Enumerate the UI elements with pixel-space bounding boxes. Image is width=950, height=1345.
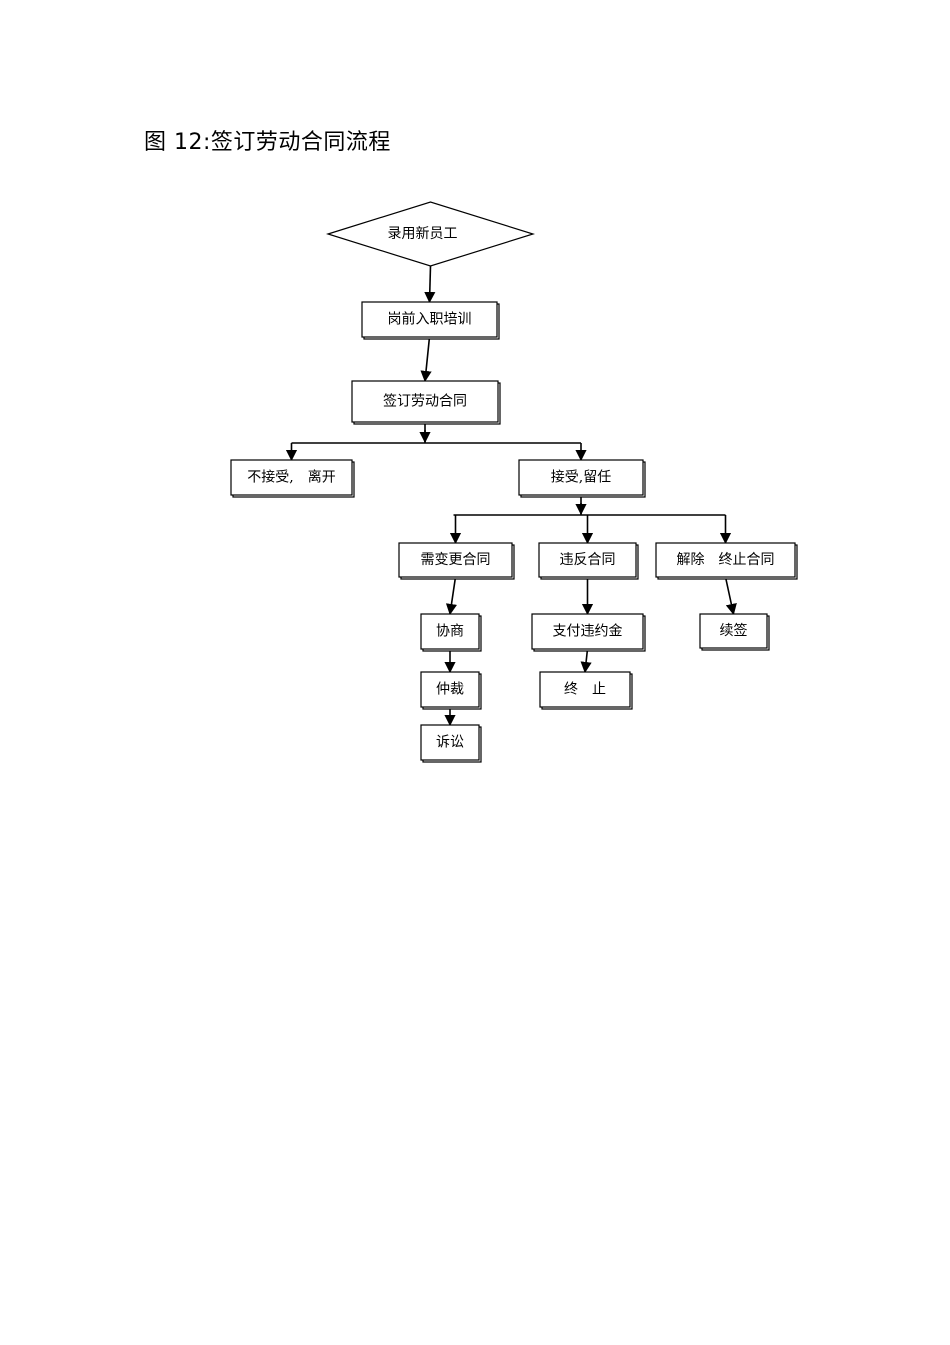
- box-shape: [699, 613, 768, 649]
- node-renew: 续签: [699, 613, 770, 651]
- node-label: 违反合同: [560, 552, 616, 568]
- diamond-shape: [325, 201, 536, 267]
- node-label: 录用新员工: [388, 226, 458, 242]
- node-sign: 签订劳动合同: [351, 380, 501, 425]
- node-label: 支付违约金: [553, 624, 623, 640]
- node-breach: 违反合同: [538, 542, 639, 580]
- edges-layer: [285, 265, 737, 727]
- box-shape: [420, 724, 480, 761]
- node-label: 不接受, 离开: [247, 469, 335, 486]
- node-label: 签订劳动合同: [383, 393, 467, 410]
- node-terminate: 解除 终止合同: [655, 542, 798, 580]
- node-arbitrate: 仲裁: [420, 671, 482, 710]
- box-shape: [539, 671, 631, 708]
- box-shape: [518, 459, 644, 496]
- node-label: 接受,留任: [551, 469, 611, 486]
- edge-terminate-renew: [724, 576, 737, 616]
- node-litigate: 诉讼: [420, 724, 482, 763]
- edge-penalty-end: [580, 648, 592, 674]
- box-shape: [655, 542, 796, 578]
- node-reject: 不接受, 离开: [230, 459, 355, 498]
- box-shape: [420, 671, 480, 708]
- node-label: 续签: [720, 622, 748, 639]
- node-accept: 接受,留任: [518, 459, 646, 498]
- node-hire: 录用新员工: [325, 201, 536, 267]
- box-shape: [420, 613, 480, 650]
- box-shape: [531, 613, 644, 650]
- box-shape: [351, 380, 499, 423]
- node-label: 协商: [436, 624, 464, 640]
- edge-train-sign: [420, 336, 432, 383]
- node-label: 解除 终止合同: [677, 552, 775, 568]
- node-train: 岗前入职培训: [361, 301, 500, 340]
- edge-change-negotiate: [445, 576, 458, 616]
- node-label: 诉讼: [436, 735, 464, 751]
- diagram-title: 图 12:签订劳动合同流程: [144, 130, 391, 155]
- node-penalty: 支付违约金: [531, 613, 646, 652]
- node-label: 岗前入职培训: [388, 311, 472, 328]
- node-negotiate: 协商: [420, 613, 482, 652]
- box-shape: [361, 301, 498, 338]
- node-label: 终 止: [564, 682, 606, 698]
- node-label: 需变更合同: [421, 552, 491, 568]
- node-label: 仲裁: [436, 682, 464, 698]
- node-change: 需变更合同: [398, 542, 515, 580]
- box-shape: [398, 542, 513, 578]
- box-shape: [230, 459, 353, 496]
- edge-hire-train: [424, 265, 436, 304]
- node-end: 终 止: [539, 671, 633, 710]
- box-shape: [538, 542, 637, 578]
